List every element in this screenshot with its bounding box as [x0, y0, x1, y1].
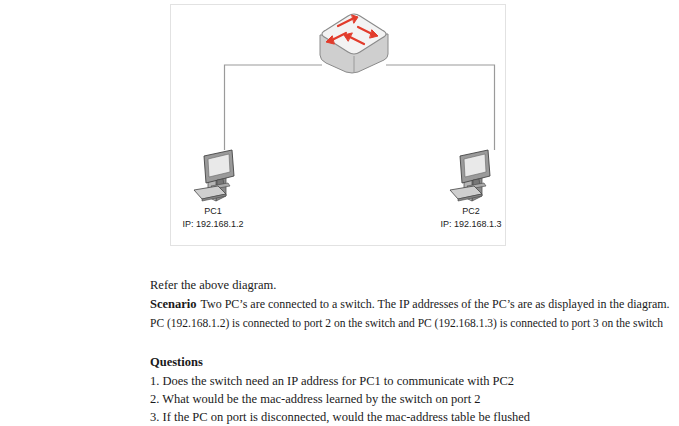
section-heading: Questions [150, 355, 203, 370]
pc-icon [194, 150, 234, 201]
pc-name: PC1 [180, 205, 245, 218]
question-text: 2. What would be the mac-address learned… [150, 392, 481, 407]
scenario-text: Two PC’s are connected to a switch. The … [201, 297, 670, 312]
question-text: 3. If the PC on port is disconnected, wo… [150, 410, 530, 425]
ip-address: IP: 192.168.1.2 [180, 218, 245, 231]
pc-label-group: PC2IP: 192.168.1.3 [438, 205, 503, 231]
pc-icon [450, 150, 490, 201]
pc-name: PC2 [438, 205, 503, 218]
question-text: 1. Does the switch need an IP address fo… [150, 374, 514, 389]
network-cable [386, 65, 495, 150]
instruction-text: Refer the above diagram. [150, 278, 276, 293]
figure-frame [171, 5, 506, 246]
ip-address: IP: 192.168.1.3 [438, 218, 503, 231]
switch-icon [320, 14, 388, 73]
network-cable [225, 65, 323, 150]
section-heading: Scenario [150, 297, 197, 312]
pc-label-group: PC1IP: 192.168.1.2 [180, 205, 245, 231]
scenario-text: PC (192.168.1.2) is connected to port 2 … [150, 316, 663, 331]
